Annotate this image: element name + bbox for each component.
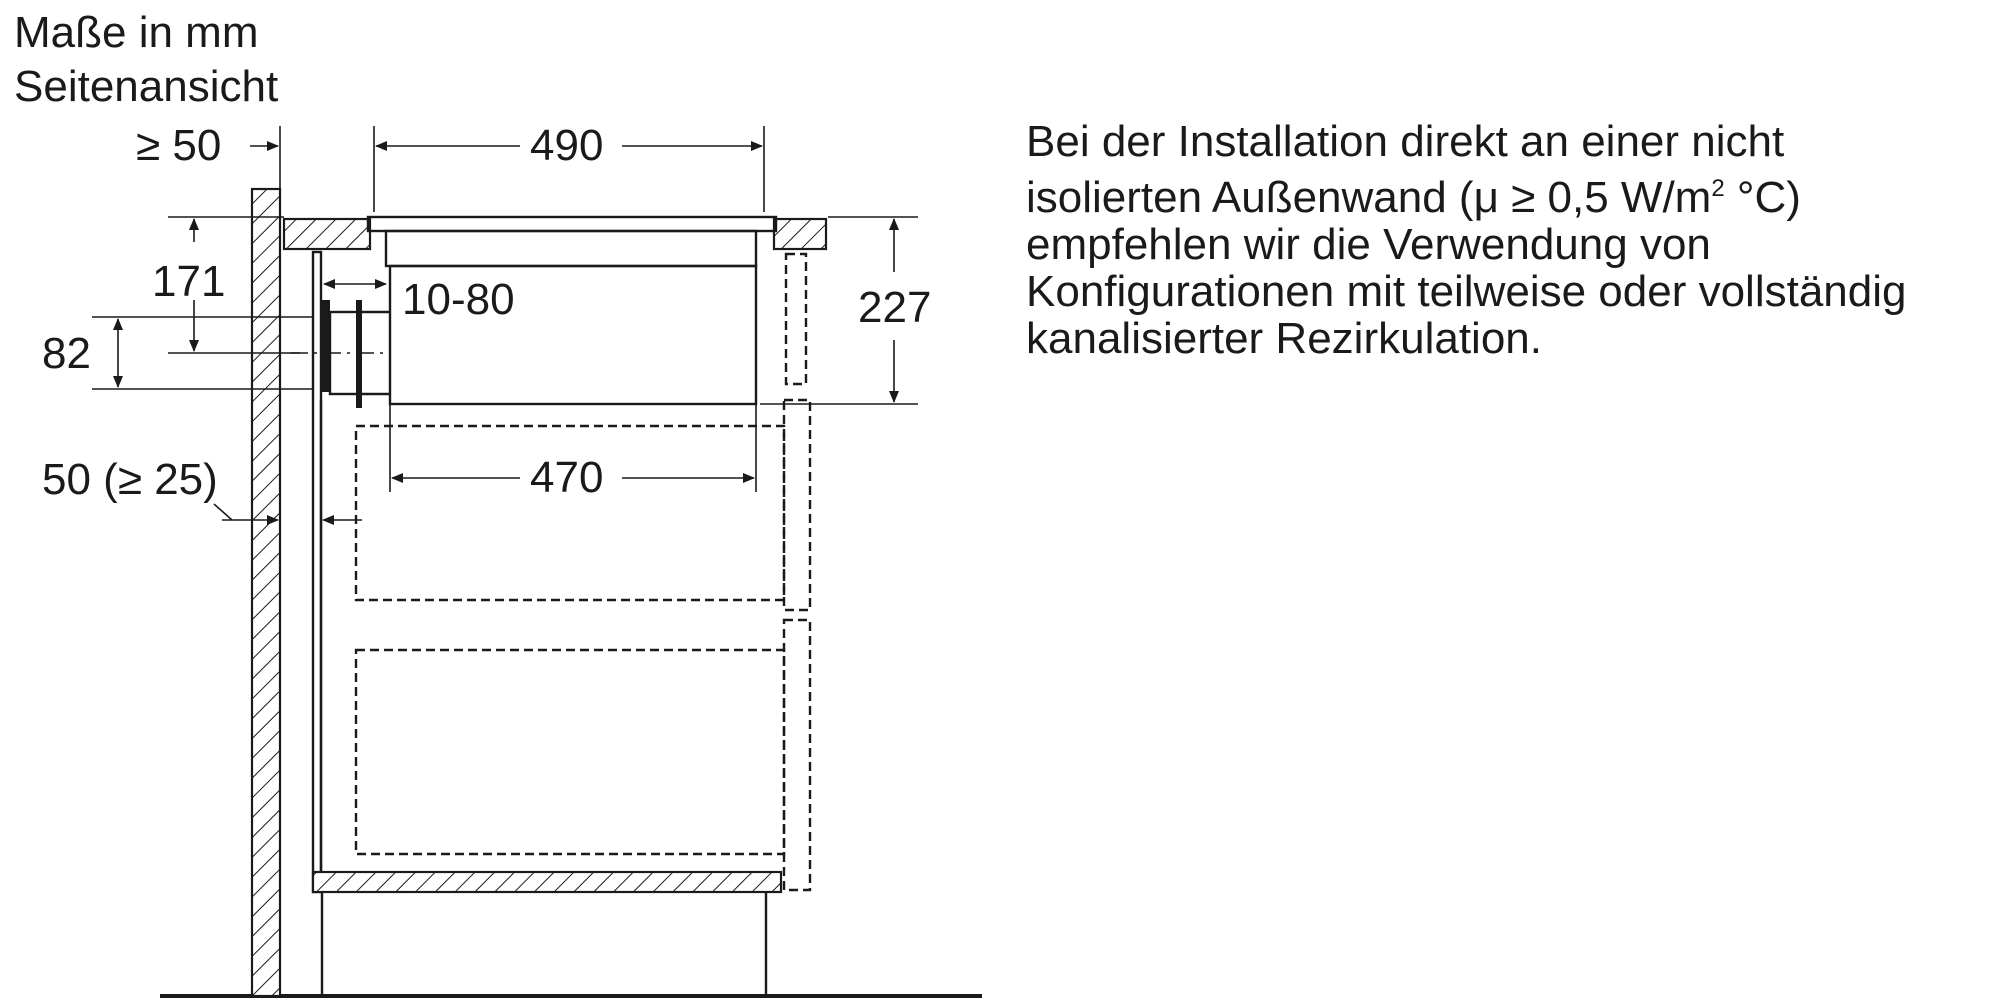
dim-hob-width-label: 490 [530,121,603,170]
note-line-2-suffix: °C) [1724,173,1801,222]
wall [250,187,282,998]
dim-wall-gap-bottom-leader [213,503,233,521]
note-line-1: Bei der Installation direkt an einer nic… [1026,117,1785,166]
dim-duct-height-label: 82 [42,329,91,378]
note-superscript: 2 [1711,175,1725,202]
dim-duct-offset-label: 10-80 [402,275,515,324]
dim-wall-gap-bottom-label: 50 (≥ 25) [42,455,218,504]
duct-flange [320,300,330,392]
dim-unit-height-label: 227 [858,283,931,332]
note-line-2: isolierten Außenwand (μ ≥ 0,5 W/m2 °C) [1026,165,1986,221]
hob-upper-body [384,229,758,268]
dim-wall-gap-top-label: ≥ 50 [136,121,221,170]
dim-left-height-label: 171 [152,257,225,306]
hob-plate [366,215,778,233]
worktop-left [282,217,372,251]
units-label: Maße in mm [14,8,258,57]
note-line-5: kanalisierter Rezirkulation. [1026,314,1542,363]
drawer-upper [354,424,786,602]
worktop-right [772,217,828,251]
drawer-lower [354,648,786,856]
note-line-3: empfehlen wir die Verwendung von [1026,220,1711,269]
note-line-4: Konfigurationen mit teilweise oder volls… [1026,267,1907,316]
duct-stub [356,300,362,408]
view-label: Seitenansicht [14,62,278,111]
cabinet-right-dashed-lower [782,618,812,892]
installation-note: Bei der Installation direkt an einer nic… [1026,118,1986,362]
cabinet-right-dashed [782,398,812,612]
dim-drawer-width-label: 470 [530,453,603,502]
note-line-2-prefix: isolierten Außenwand (μ ≥ 0,5 W/m [1026,173,1712,222]
hob-main-body [388,264,758,406]
cabinet-base [311,870,783,894]
cabinet-right-dashed-upper [784,252,808,386]
